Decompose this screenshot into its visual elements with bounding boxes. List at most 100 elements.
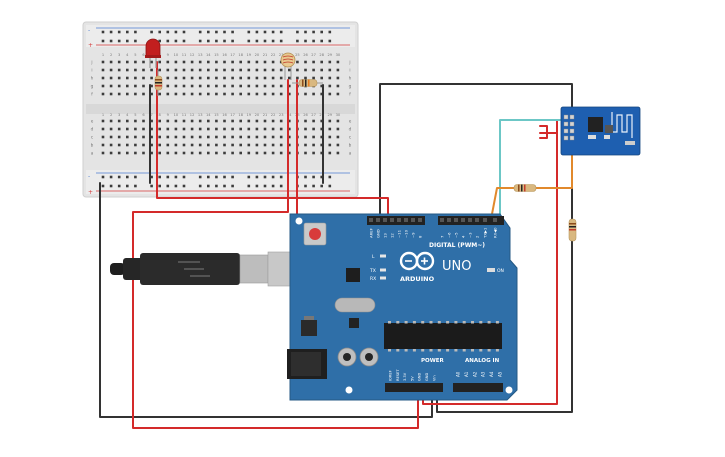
breadboard-hole[interactable] bbox=[101, 84, 105, 88]
breadboard-hole[interactable] bbox=[207, 68, 210, 72]
rail-hole[interactable] bbox=[223, 30, 226, 34]
breadboard-hole[interactable] bbox=[263, 60, 267, 64]
breadboard-hole[interactable] bbox=[207, 92, 210, 96]
breadboard-hole[interactable] bbox=[304, 60, 307, 64]
breadboard-hole[interactable] bbox=[126, 119, 129, 123]
rail-hole[interactable] bbox=[263, 184, 267, 188]
breadboard-hole[interactable] bbox=[328, 135, 332, 139]
breadboard-hole[interactable] bbox=[304, 127, 307, 131]
breadboard-hole[interactable] bbox=[142, 151, 145, 155]
rail-hole[interactable] bbox=[247, 30, 251, 34]
rail-hole[interactable] bbox=[271, 184, 275, 188]
breadboard-hole[interactable] bbox=[166, 143, 170, 147]
rail-hole[interactable] bbox=[207, 175, 210, 179]
breadboard-hole[interactable] bbox=[198, 119, 202, 123]
rail-hole[interactable] bbox=[166, 39, 170, 43]
breadboard-hole[interactable] bbox=[117, 119, 121, 123]
breadboard-hole[interactable] bbox=[207, 151, 210, 155]
breadboard-hole[interactable] bbox=[247, 151, 251, 155]
breadboard-hole[interactable] bbox=[134, 127, 137, 131]
led-resistor[interactable] bbox=[154, 70, 163, 96]
breadboard-hole[interactable] bbox=[174, 84, 178, 88]
breadboard-hole[interactable] bbox=[182, 143, 186, 147]
rail-hole[interactable] bbox=[255, 184, 259, 188]
breadboard-hole[interactable] bbox=[312, 68, 315, 72]
breadboard-hole[interactable] bbox=[239, 143, 242, 147]
wire-esp-tx[interactable] bbox=[499, 119, 564, 215]
breadboard-hole[interactable] bbox=[166, 92, 170, 96]
rail-hole[interactable] bbox=[255, 175, 259, 179]
breadboard-hole[interactable] bbox=[288, 92, 291, 96]
rail-hole[interactable] bbox=[158, 30, 161, 34]
breadboard-hole[interactable] bbox=[320, 127, 323, 131]
breadboard-hole[interactable] bbox=[255, 76, 259, 80]
breadboard-hole[interactable] bbox=[223, 135, 226, 139]
rail-hole[interactable] bbox=[207, 30, 210, 34]
rail-hole[interactable] bbox=[117, 30, 121, 34]
breadboard-hole[interactable] bbox=[279, 143, 283, 147]
rail-hole[interactable] bbox=[182, 184, 186, 188]
rail-hole[interactable] bbox=[101, 184, 105, 188]
breadboard-hole[interactable] bbox=[182, 84, 186, 88]
breadboard-hole[interactable] bbox=[312, 127, 315, 131]
breadboard-hole[interactable] bbox=[207, 76, 210, 80]
rx-divider-resistor-vertical[interactable] bbox=[568, 218, 577, 242]
rail-hole[interactable] bbox=[271, 30, 275, 34]
breadboard-hole[interactable] bbox=[174, 143, 178, 147]
rail-hole[interactable] bbox=[312, 175, 315, 179]
rail-hole[interactable] bbox=[207, 184, 210, 188]
breadboard-hole[interactable] bbox=[288, 143, 291, 147]
rail-hole[interactable] bbox=[271, 39, 275, 43]
rail-hole[interactable] bbox=[182, 175, 186, 179]
breadboard-hole[interactable] bbox=[255, 68, 259, 72]
breadboard-hole[interactable] bbox=[288, 84, 291, 88]
breadboard-hole[interactable] bbox=[134, 135, 137, 139]
breadboard-hole[interactable] bbox=[109, 76, 113, 80]
breadboard-hole[interactable] bbox=[117, 135, 121, 139]
breadboard-hole[interactable] bbox=[126, 135, 129, 139]
breadboard-hole[interactable] bbox=[223, 60, 226, 64]
breadboard-hole[interactable] bbox=[182, 151, 186, 155]
rail-hole[interactable] bbox=[109, 39, 113, 43]
breadboard-hole[interactable] bbox=[223, 76, 226, 80]
header-pin[interactable] bbox=[404, 218, 408, 222]
breadboard-hole[interactable] bbox=[117, 60, 121, 64]
breadboard[interactable]: - + - + 11223344556677889910101111121213… bbox=[82, 21, 359, 198]
breadboard-hole[interactable] bbox=[231, 143, 234, 147]
breadboard-hole[interactable] bbox=[101, 68, 105, 72]
breadboard-hole[interactable] bbox=[271, 68, 275, 72]
breadboard-hole[interactable] bbox=[134, 143, 137, 147]
breadboard-hole[interactable] bbox=[336, 60, 340, 64]
rail-hole[interactable] bbox=[279, 175, 283, 179]
breadboard-hole[interactable] bbox=[207, 84, 210, 88]
breadboard-hole[interactable] bbox=[239, 76, 242, 80]
breadboard-hole[interactable] bbox=[247, 143, 251, 147]
rail-hole[interactable] bbox=[320, 175, 323, 179]
breadboard-hole[interactable] bbox=[320, 135, 323, 139]
breadboard-hole[interactable] bbox=[296, 60, 299, 64]
breadboard-hole[interactable] bbox=[182, 135, 186, 139]
rail-hole[interactable] bbox=[304, 39, 307, 43]
breadboard-hole[interactable] bbox=[174, 135, 178, 139]
breadboard-hole[interactable] bbox=[328, 151, 332, 155]
rail-hole[interactable] bbox=[312, 184, 315, 188]
rail-hole[interactable] bbox=[255, 39, 259, 43]
rail-hole[interactable] bbox=[231, 175, 234, 179]
rail-hole[interactable] bbox=[198, 30, 202, 34]
wire-ldr-5v[interactable] bbox=[132, 79, 419, 429]
breadboard-hole[interactable] bbox=[231, 68, 234, 72]
breadboard-hole[interactable] bbox=[320, 92, 323, 96]
breadboard-hole[interactable] bbox=[336, 76, 340, 80]
breadboard-hole[interactable] bbox=[190, 151, 194, 155]
breadboard-hole[interactable] bbox=[134, 76, 137, 80]
breadboard-hole[interactable] bbox=[109, 119, 113, 123]
breadboard-hole[interactable] bbox=[126, 151, 129, 155]
breadboard-hole[interactable] bbox=[166, 151, 170, 155]
breadboard-hole[interactable] bbox=[312, 135, 315, 139]
breadboard-hole[interactable] bbox=[215, 143, 218, 147]
breadboard-hole[interactable] bbox=[320, 76, 323, 80]
rail-hole[interactable] bbox=[304, 175, 307, 179]
breadboard-hole[interactable] bbox=[134, 119, 137, 123]
breadboard-hole[interactable] bbox=[296, 76, 299, 80]
breadboard-hole[interactable] bbox=[223, 119, 226, 123]
